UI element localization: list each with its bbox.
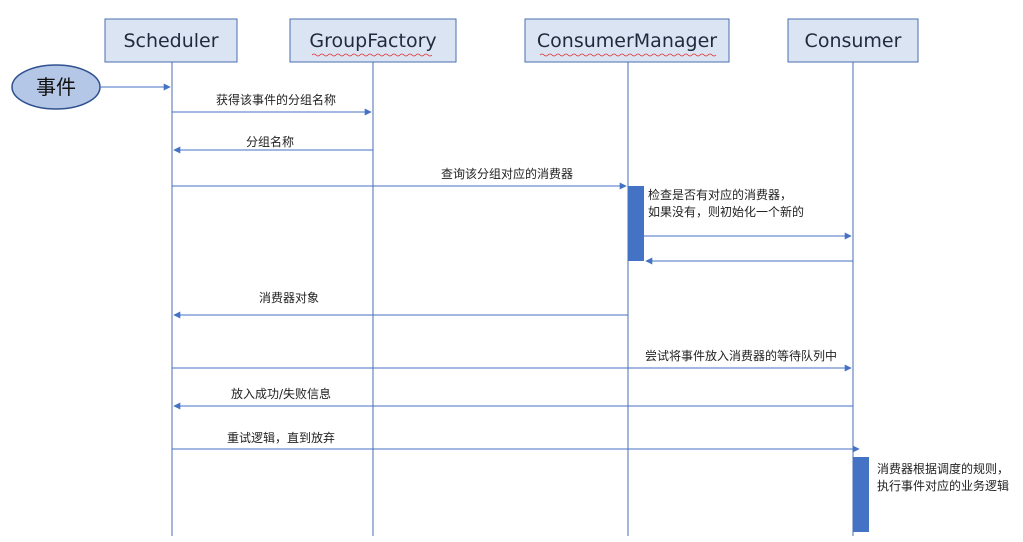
activation-bar-consumer-manager [628, 186, 644, 261]
message-query-consumer: 查询该分组对应的消费器 [172, 166, 627, 190]
message-enqueue-event: 尝试将事件放入消费器的等待队列中 [172, 348, 852, 372]
note-line: 检查是否有对应的消费器， [648, 187, 792, 202]
spellcheck-underline [311, 53, 433, 57]
note-execute-logic: 消费器根据调度的规则， 执行事件对应的业务逻辑 [877, 461, 1009, 493]
message-consumer-object: 消费器对象 [173, 291, 628, 319]
message-label: 获得该事件的分组名称 [216, 92, 336, 107]
event-label: 事件 [36, 75, 76, 99]
activation-bar-consumer [853, 457, 869, 532]
note-line: 如果没有，则初始化一个新的 [648, 204, 804, 219]
event-node[interactable]: 事件 [11, 64, 101, 110]
note-line: 执行事件对应的业务逻辑 [877, 478, 1009, 493]
note-line: 消费器根据调度的规则， [877, 461, 1009, 476]
actor-scheduler[interactable]: Scheduler [104, 18, 238, 63]
note-check-consumer: 检查是否有对应的消费器， 如果没有，则初始化一个新的 [648, 187, 804, 219]
message-label: 重试逻辑，直到放弃 [227, 430, 335, 445]
actor-group-factory[interactable]: GroupFactory [289, 18, 457, 63]
message-label: 放入成功/失败信息 [231, 386, 331, 401]
actor-scheduler-label: Scheduler [123, 30, 218, 52]
spellcheck-underline [539, 53, 717, 57]
actor-consumer-manager[interactable]: ConsumerManager [524, 18, 730, 63]
message-group-name-return: 分组名称 [173, 134, 373, 154]
message-label: 分组名称 [246, 134, 294, 149]
message-enqueue-result: 放入成功/失败信息 [173, 386, 853, 410]
message-get-group-name: 获得该事件的分组名称 [172, 92, 372, 116]
actor-consumer-manager-label: ConsumerManager [537, 30, 717, 52]
message-label: 查询该分组对应的消费器 [441, 166, 573, 181]
message-retry: 重试逻辑，直到放弃 [172, 430, 860, 453]
actor-consumer-label: Consumer [805, 30, 902, 52]
actor-group-factory-label: GroupFactory [309, 30, 436, 52]
message-label: 消费器对象 [259, 291, 319, 305]
actor-consumer[interactable]: Consumer [787, 18, 919, 63]
message-label: 尝试将事件放入消费器的等待队列中 [645, 348, 837, 363]
